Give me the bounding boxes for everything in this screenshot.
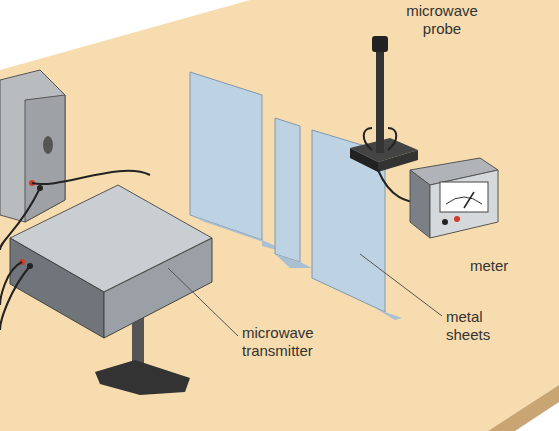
metal-sheets xyxy=(190,72,402,320)
microwave-transmitter xyxy=(0,185,212,395)
part-label: metal sheets xyxy=(446,308,510,344)
meter xyxy=(410,158,498,238)
leader-line xyxy=(168,268,238,336)
part-label: microwave transmitter xyxy=(242,324,346,360)
leader-line xyxy=(360,254,442,316)
table-edge xyxy=(488,385,559,431)
part-label: microwave probe xyxy=(396,2,488,38)
part-label: meter xyxy=(470,257,540,275)
